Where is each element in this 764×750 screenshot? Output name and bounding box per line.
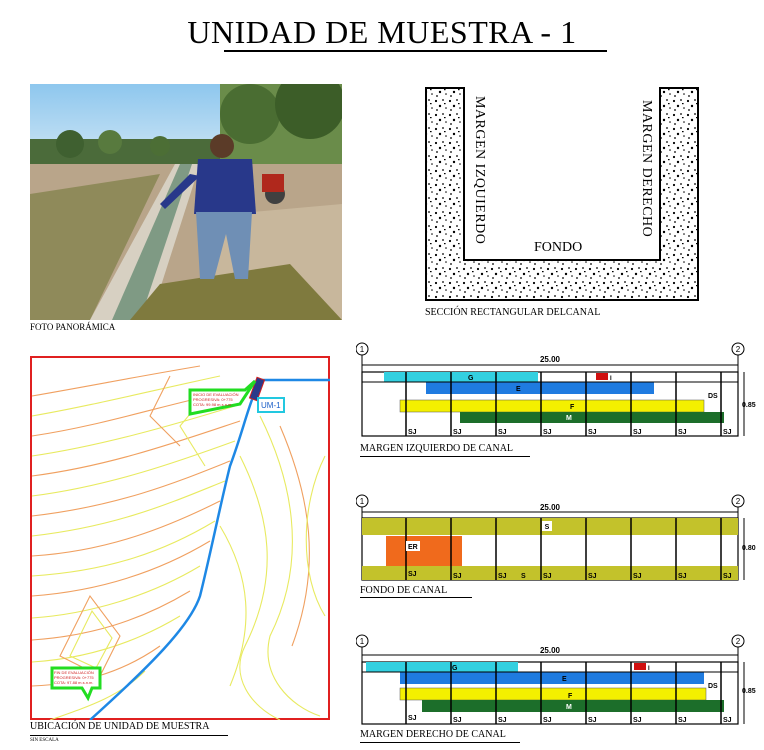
joint-label: SJ — [723, 573, 732, 580]
bar-label-g: G — [452, 665, 458, 672]
length-label: 25.00 — [540, 355, 561, 364]
end-callout-text: FIN DE EVALUACIÓN PROGRESIVA: 0+775 COTA… — [54, 670, 94, 685]
node-end: 2 — [736, 637, 741, 646]
joint-label: SJ — [498, 573, 507, 580]
joint-label: SJ — [543, 573, 552, 580]
bar-label-m: M — [566, 704, 572, 711]
location-map — [30, 356, 330, 721]
left-caption-underline — [360, 456, 530, 457]
map-caption-underline — [30, 735, 228, 736]
bar-label-f: F — [570, 404, 575, 411]
joint-label: SJ — [678, 717, 687, 724]
joint-label: SJ — [678, 573, 687, 580]
bar-label-m: M — [566, 415, 572, 422]
bar-label-s-bottom: S — [521, 573, 526, 580]
start-callout-line: PROGRESIVA: 0+775 — [193, 397, 233, 402]
bar-label-e: E — [562, 676, 567, 683]
map-caption: UBICACIÓN DE UNIDAD DE MUESTRA — [30, 721, 210, 732]
start-callout-line: COTA: 99.98 m.s.n.m. — [193, 402, 233, 407]
unit-label: UM-1 — [261, 401, 281, 410]
joint-label: SJ — [453, 573, 462, 580]
joint-label: SJ — [723, 717, 732, 724]
start-callout-text: INICIO DE EVALUACIÓN PROGRESIVA: 0+775 C… — [193, 392, 239, 407]
bottom-diagram-caption: FONDO DE CANAL — [360, 585, 448, 596]
joint-label: SJ — [723, 429, 732, 436]
bar-label-ds: DS — [708, 393, 718, 400]
right-diagram-caption: MARGEN DERECHO DE CANAL — [360, 729, 506, 740]
end-callout-line: FIN DE EVALUACIÓN — [54, 670, 94, 675]
joint-label: SJ — [588, 429, 597, 436]
joint-label: SJ — [498, 717, 507, 724]
bottom-caption-underline — [360, 597, 472, 598]
panoramic-photo — [30, 84, 342, 320]
section-caption: SECCIÓN RECTANGULAR DELCANAL — [425, 307, 601, 318]
bar-label-ds: DS — [708, 683, 718, 690]
bar-label-g: G — [468, 375, 474, 382]
right-margin-label: MARGEN DERECHO — [639, 100, 654, 238]
joint-label: SJ — [543, 717, 552, 724]
bar-label-f: F — [568, 693, 573, 700]
end-callout-line: COTA: 97.88 m.s.n.m. — [54, 680, 94, 685]
node-start: 1 — [360, 345, 365, 354]
end-callout-line: PROGRESIVA: 0+775 — [54, 675, 94, 680]
right-margin-diagram: 1 2 25.00 G E DS F M I SJ SJ SJ SJ — [355, 632, 752, 728]
left-margin-label: MARGEN IZQUIERDO — [472, 96, 487, 245]
bottom-diagram: 1 2 25.00 S ER S SJ SJ SJ SJ SJ SJ SJ — [355, 492, 752, 584]
bar-label-i: I — [610, 376, 612, 382]
length-label: 25.00 — [540, 503, 561, 512]
bar-label-s-top: S — [545, 524, 550, 531]
joint-label: SJ — [453, 429, 462, 436]
height-label: 0.85 — [742, 688, 756, 695]
bottom-label: FONDO — [534, 240, 583, 255]
joint-label: SJ — [408, 715, 417, 722]
joint-label: SJ — [408, 429, 417, 436]
joint-label: SJ — [633, 717, 642, 724]
joint-label: SJ — [588, 717, 597, 724]
canal-section-drawing — [420, 84, 702, 304]
node-start: 1 — [360, 637, 365, 646]
node-end: 2 — [736, 497, 741, 506]
joint-label: SJ — [633, 429, 642, 436]
node-end: 2 — [736, 345, 741, 354]
joint-label: SJ — [543, 429, 552, 436]
left-diagram-caption: MARGEN IZQUIERDO DE CANAL — [360, 443, 514, 454]
title-underline — [224, 50, 607, 52]
right-caption-underline — [360, 742, 520, 743]
bar-label-er: ER — [408, 544, 418, 551]
node-start: 1 — [360, 497, 365, 506]
length-label: 25.00 — [540, 646, 561, 655]
left-margin-diagram: 1 2 25.00 G E DS F M I SJ SJ SJ SJ — [355, 340, 752, 440]
height-label: 0.85 — [742, 402, 756, 409]
joint-label: SJ — [408, 571, 417, 578]
joint-label: SJ — [588, 573, 597, 580]
joint-label: SJ — [453, 717, 462, 724]
bar-label-e: E — [516, 386, 521, 393]
page-title: UNIDAD DE MUESTRA - 1 — [187, 14, 577, 50]
joint-label: SJ — [498, 429, 507, 436]
joint-label: SJ — [633, 573, 642, 580]
joint-label: SJ — [678, 429, 687, 436]
scale-note: SIN ESCALA — [30, 738, 59, 743]
height-label: 0.80 — [742, 545, 756, 552]
bar-label-i: I — [648, 666, 650, 672]
start-callout-line: INICIO DE EVALUACIÓN — [193, 392, 239, 397]
photo-caption: FOTO PANORÁMICA — [30, 322, 116, 332]
